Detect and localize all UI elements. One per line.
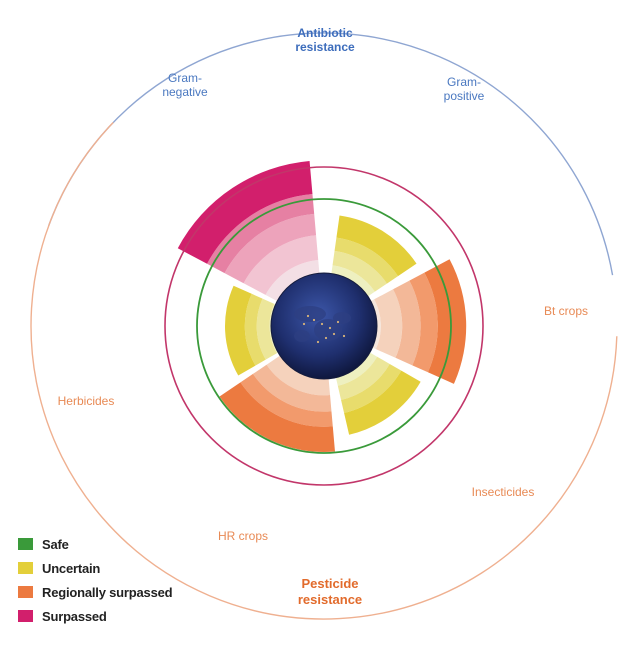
legend-label: Safe bbox=[42, 536, 69, 552]
wedge-band bbox=[256, 298, 277, 360]
pesticide-group-arc bbox=[30, 121, 618, 620]
wedge-band bbox=[334, 237, 399, 284]
wedge-band bbox=[243, 235, 319, 295]
group-arcs bbox=[30, 32, 618, 620]
wedge-band bbox=[341, 363, 402, 413]
segment-label-5: HR crops bbox=[218, 529, 268, 543]
continent-shape bbox=[314, 319, 342, 341]
uncertain-swatch bbox=[18, 562, 33, 574]
city-light bbox=[320, 322, 324, 326]
city-light bbox=[324, 336, 328, 340]
wedge-band bbox=[224, 213, 317, 284]
legend-label: Surpassed bbox=[42, 608, 107, 624]
segment-label-3: Bt crops bbox=[544, 304, 588, 318]
wedge-band bbox=[424, 259, 467, 384]
wedge-band bbox=[337, 356, 390, 400]
legend-label: Uncertain bbox=[42, 560, 101, 576]
legend-item-safe: Safe bbox=[18, 532, 248, 556]
legend: Safe Uncertain Regionally surpassed Surp… bbox=[18, 532, 248, 628]
city-light bbox=[302, 322, 306, 326]
earth-globe bbox=[270, 272, 378, 380]
city-light bbox=[332, 332, 336, 336]
segment-label-4: Insecticides bbox=[472, 485, 535, 499]
wedge-band bbox=[266, 354, 331, 396]
city-light bbox=[306, 314, 310, 318]
city-light bbox=[312, 318, 316, 322]
wedge-band bbox=[374, 289, 403, 358]
city-light bbox=[336, 320, 340, 324]
city-light bbox=[328, 326, 332, 330]
segment-label-1: Gram-negative bbox=[162, 71, 208, 99]
wedge-band bbox=[332, 250, 387, 292]
outer-boundary-ring bbox=[164, 166, 484, 486]
wedge-band bbox=[240, 373, 333, 427]
segment-label-6: Herbicides bbox=[58, 394, 115, 408]
wedge-band bbox=[244, 293, 266, 366]
safe-swatch bbox=[18, 538, 33, 550]
wedge-band bbox=[336, 215, 417, 277]
city-light bbox=[316, 340, 320, 344]
wedge-band bbox=[225, 285, 256, 376]
legend-item-regionally-surpassed: Regionally surpassed bbox=[18, 580, 248, 604]
legend-item-uncertain: Uncertain bbox=[18, 556, 248, 580]
wedge-band bbox=[252, 364, 332, 412]
wedge-band bbox=[344, 370, 421, 435]
wedge-band bbox=[177, 161, 313, 264]
wedge-band bbox=[393, 280, 421, 366]
legend-item-surpassed: Surpassed bbox=[18, 604, 248, 628]
wedge-band bbox=[409, 272, 438, 373]
antibiotic-group-arc bbox=[48, 32, 614, 276]
wedge-band bbox=[219, 382, 335, 452]
regionally-surpassed-swatch bbox=[18, 586, 33, 598]
safe-boundary-ring bbox=[196, 198, 452, 454]
segment-label-2: Gram-positive bbox=[444, 75, 485, 103]
boundary-rings bbox=[164, 166, 484, 486]
city-light bbox=[342, 334, 346, 338]
segment-labels: Gram-negative Gram-positive Bt cropsInsect… bbox=[58, 71, 588, 543]
continent-shape bbox=[294, 306, 326, 322]
surpassed-swatch bbox=[18, 610, 33, 622]
continent-shape bbox=[333, 312, 351, 324]
wedge-band bbox=[207, 194, 315, 274]
continent-shape bbox=[294, 330, 310, 342]
legend-label: Regionally surpassed bbox=[42, 584, 173, 600]
